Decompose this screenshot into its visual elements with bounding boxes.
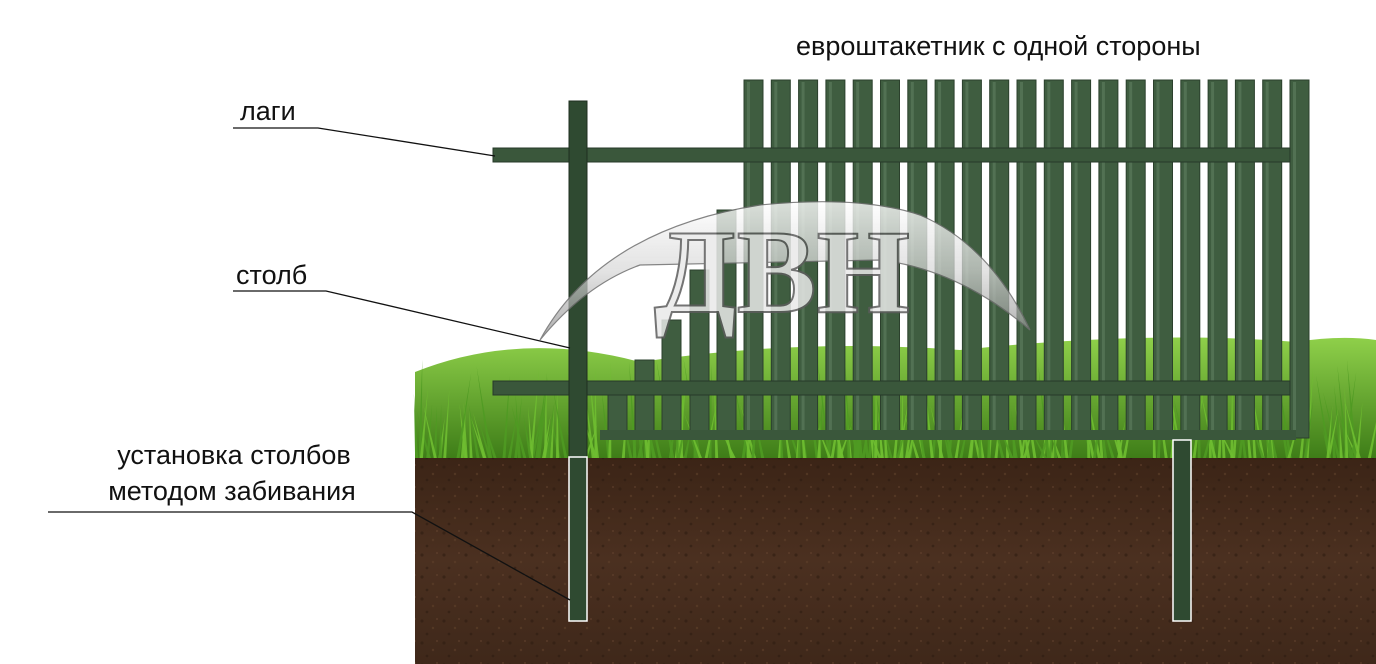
grass-blade bbox=[537, 377, 548, 458]
grass-blade bbox=[1323, 392, 1341, 458]
picket-highlight bbox=[1074, 82, 1078, 436]
grass-blade bbox=[646, 394, 662, 458]
picket bbox=[1289, 79, 1310, 439]
grass-blade bbox=[476, 366, 493, 458]
label-picket-fence: евроштакетник с одной стороны bbox=[796, 31, 1201, 61]
grass-blade bbox=[1316, 375, 1332, 458]
grass-blade bbox=[478, 420, 492, 458]
grass-blade bbox=[621, 400, 628, 458]
grass-blade bbox=[683, 424, 692, 458]
grass-blade bbox=[443, 388, 450, 458]
grass-blade bbox=[1156, 376, 1163, 458]
grass-blade bbox=[1344, 384, 1349, 458]
grass-blade bbox=[545, 401, 555, 458]
picket-highlight bbox=[1211, 82, 1215, 436]
grass-blade bbox=[473, 412, 487, 458]
post-left bbox=[568, 100, 588, 622]
post-left-underground bbox=[568, 456, 588, 622]
grass-blade bbox=[502, 376, 510, 458]
watermark-logo: ДВН bbox=[539, 201, 1031, 341]
grass-blade bbox=[515, 393, 521, 458]
grass-blade bbox=[469, 410, 473, 458]
grass-blade bbox=[423, 404, 437, 458]
grass-blade bbox=[1343, 395, 1361, 458]
grass-blade bbox=[528, 406, 534, 458]
grass-blade bbox=[816, 423, 832, 458]
grass-blade bbox=[1346, 359, 1357, 458]
grass-blade bbox=[883, 424, 893, 458]
grass-blade bbox=[438, 403, 442, 458]
picket bbox=[634, 359, 655, 439]
leader-post bbox=[233, 290, 571, 349]
grass-blade bbox=[552, 386, 568, 458]
picket-highlight bbox=[1293, 82, 1296, 436]
grass-blade bbox=[433, 406, 437, 458]
post-right bbox=[1172, 439, 1192, 622]
watermark-text: ДВН bbox=[654, 205, 910, 338]
grass-blade bbox=[827, 378, 836, 458]
picket-highlight bbox=[1020, 82, 1023, 436]
picket-highlight bbox=[1156, 82, 1160, 436]
picket-highlight bbox=[1183, 82, 1187, 436]
grass-blade bbox=[1355, 402, 1363, 458]
grass-blade bbox=[969, 414, 976, 458]
grass-blade bbox=[459, 403, 467, 458]
grass-blade bbox=[704, 401, 717, 458]
label-installation-line2: методом забивания bbox=[108, 476, 356, 506]
grass-blade bbox=[482, 417, 497, 458]
grass-blade bbox=[1053, 427, 1058, 458]
upper-rail bbox=[492, 147, 1291, 163]
grass-blade bbox=[1343, 427, 1359, 458]
leader-lines bbox=[48, 127, 571, 601]
grass-blade bbox=[514, 396, 522, 458]
picket-highlight bbox=[1238, 82, 1242, 436]
grass-blade bbox=[1340, 415, 1355, 458]
label-installation-line1: установка столбов bbox=[117, 440, 351, 470]
picket-highlight bbox=[1047, 82, 1051, 436]
label-rails: лаги bbox=[240, 96, 296, 126]
grass-blade bbox=[413, 393, 419, 458]
grass-blade bbox=[1097, 405, 1115, 458]
grass-blade bbox=[938, 388, 953, 458]
grass-blade bbox=[418, 359, 423, 458]
grass-blade bbox=[549, 407, 554, 458]
grass-blade bbox=[601, 391, 611, 458]
grass-blade bbox=[1367, 421, 1376, 458]
picket-highlight bbox=[992, 82, 996, 436]
post-right-underground bbox=[1172, 439, 1192, 622]
soil-layer bbox=[415, 455, 1376, 664]
picket-highlight bbox=[1265, 82, 1269, 436]
grass-blade bbox=[470, 416, 486, 458]
rails bbox=[492, 147, 1291, 396]
picket-highlight bbox=[1101, 82, 1105, 436]
grass-blade bbox=[1217, 425, 1235, 458]
picket-base bbox=[600, 430, 1296, 440]
picket-highlight bbox=[1129, 82, 1133, 436]
label-post: столб bbox=[236, 260, 308, 290]
grass-blade bbox=[1173, 399, 1190, 458]
grass-blade bbox=[1326, 404, 1333, 458]
grass-blade bbox=[468, 403, 480, 458]
grass-blade bbox=[419, 387, 428, 458]
lower-rail bbox=[492, 380, 1291, 396]
grass-blade bbox=[1265, 395, 1273, 458]
grass-blade bbox=[543, 377, 547, 458]
grass-blade bbox=[868, 427, 882, 458]
grass-blade bbox=[1339, 420, 1343, 458]
leader-rails bbox=[233, 127, 496, 157]
leader-installation bbox=[48, 511, 571, 601]
grass-blade bbox=[523, 414, 532, 458]
grass-blade bbox=[556, 387, 559, 458]
